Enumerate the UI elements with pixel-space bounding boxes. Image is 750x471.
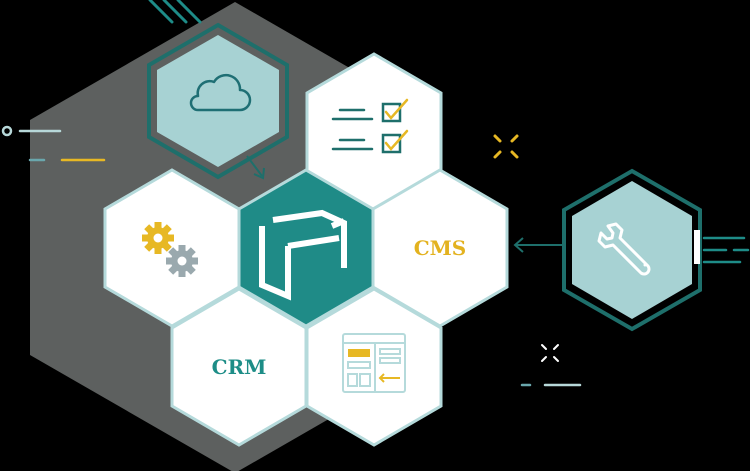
wrench-arrow xyxy=(513,237,562,253)
wrench-icon xyxy=(597,222,651,276)
gears-icon xyxy=(142,222,198,277)
center-hex xyxy=(237,168,375,328)
wrench-hex xyxy=(562,168,750,332)
cloud-arrow xyxy=(246,155,263,177)
dashboard-layout-icon xyxy=(342,333,406,393)
cms-label: CMS xyxy=(414,236,467,260)
cloud-icon xyxy=(189,73,252,112)
honeycomb xyxy=(103,52,509,447)
connector-bar xyxy=(694,230,700,264)
sparkle-white xyxy=(541,344,559,362)
cloud-hex xyxy=(147,22,289,180)
sparkle-yellow xyxy=(493,134,519,159)
left-decor xyxy=(1,125,106,162)
crm-label: CRM xyxy=(212,355,267,379)
cube-logo-icon xyxy=(259,209,347,301)
checklist-icon xyxy=(331,98,409,154)
top-decor-lines xyxy=(148,0,202,24)
